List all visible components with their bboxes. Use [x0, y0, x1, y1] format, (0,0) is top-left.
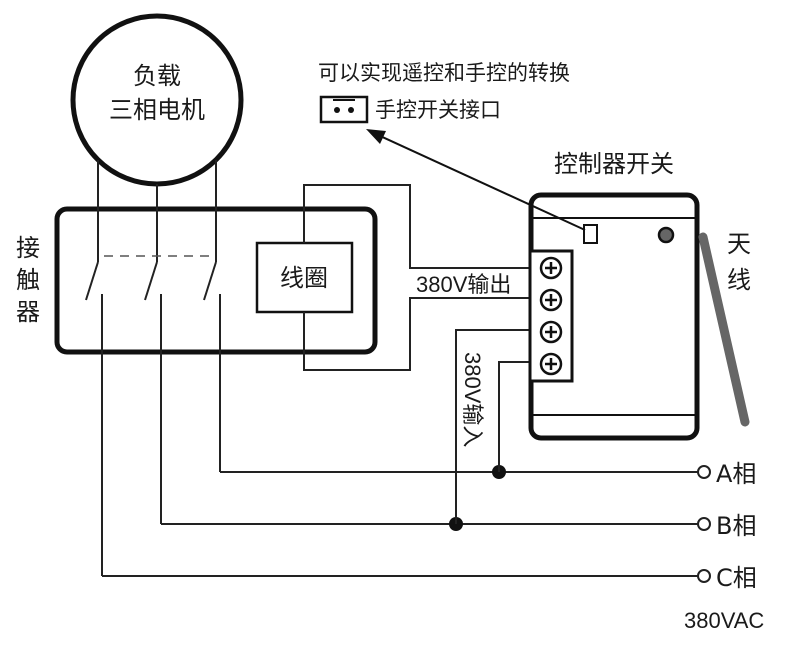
phase-a-label: A相	[716, 460, 756, 488]
note-text: 可以实现遥控和手控的转换	[318, 61, 570, 85]
terminal-screw-3	[539, 320, 563, 344]
phase-c-terminal	[697, 569, 711, 583]
antenna-label-char-1: 天	[727, 230, 751, 258]
input-label: 380V输入	[460, 352, 485, 447]
switch-blade-1	[85, 261, 99, 301]
controller-port	[583, 224, 598, 244]
phase-b-terminal	[697, 517, 711, 531]
contactor-label-char-2: 触	[16, 266, 40, 294]
controller-title: 控制器开关	[554, 150, 674, 178]
port-symbol-icon	[319, 95, 369, 124]
phase-b-label: B相	[716, 512, 756, 540]
output-label: 380V输出	[416, 272, 511, 297]
motor-label-line1: 负载	[133, 62, 181, 90]
antenna-rod	[698, 232, 750, 427]
indicator-light	[657, 226, 675, 244]
terminal-screw-2	[539, 288, 563, 312]
terminal-screw-1	[539, 256, 563, 280]
pointer-arrow-line	[377, 134, 586, 231]
contactor-label-char-3: 器	[16, 298, 40, 326]
contactor-label-char-1: 接	[16, 234, 40, 262]
switch-blade-3	[203, 261, 217, 301]
motor-label-line2: 三相电机	[109, 96, 205, 124]
switch-blade-2	[144, 261, 158, 301]
antenna-label-char-2: 线	[727, 266, 751, 294]
coil-box	[255, 241, 354, 314]
terminal-screw-4	[539, 352, 563, 376]
supply-voltage-label: 380VAC	[684, 608, 764, 633]
phase-a-terminal	[697, 465, 711, 479]
coil-label: 线圈	[280, 264, 328, 292]
pointer-arrowhead	[366, 129, 386, 144]
phase-c-label: C相	[716, 564, 757, 592]
port-label: 手控开关接口	[375, 98, 501, 122]
